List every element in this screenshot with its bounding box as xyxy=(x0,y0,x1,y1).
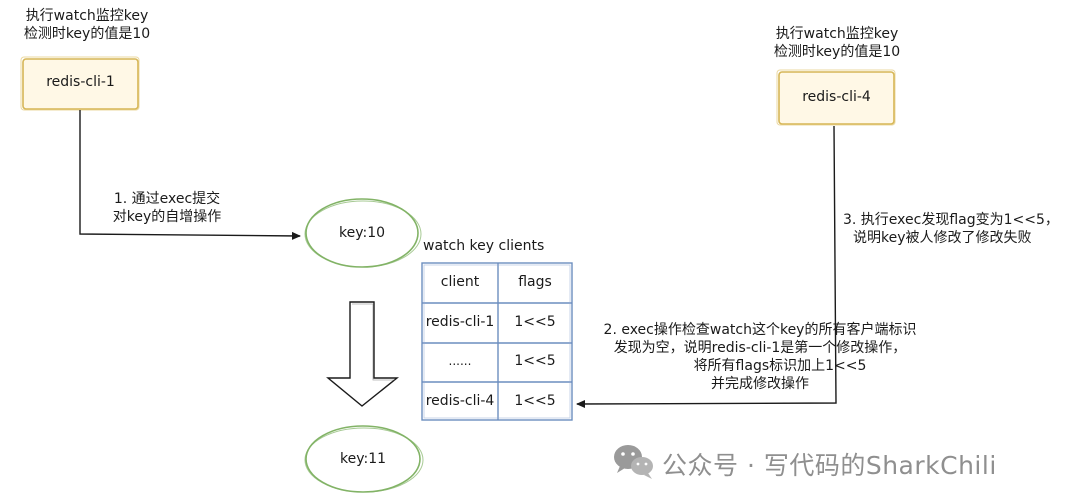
watermark-text: 公众号 · 写代码的SharkChili xyxy=(662,451,997,480)
client1-note: 执行watch监控key 检测时key的值是10 xyxy=(12,7,162,43)
increment-down-arrow xyxy=(326,301,399,407)
table-cell-client: redis-cli-1 xyxy=(425,314,495,330)
client4-note-line2: 检测时key的值是10 xyxy=(773,44,901,60)
client4-note: 执行watch监控key 检测时key的值是10 xyxy=(762,25,912,61)
arrow-client4-to-table xyxy=(576,125,837,408)
key-node-after xyxy=(304,425,424,493)
step2-note: 2. exec操作检查watch这个key的所有客户端标识 发现为空，说明red… xyxy=(580,321,940,393)
table-header-flags: flags xyxy=(518,274,552,290)
step1-line1: 1. 通过exec提交 xyxy=(113,191,221,207)
client1-note-line2: 检测时key的值是10 xyxy=(23,26,151,42)
step1-line2: 对key的自增操作 xyxy=(112,209,222,225)
table-cell-flags: 1<<5 xyxy=(514,353,556,369)
table-cell-flags: 1<<5 xyxy=(514,393,556,409)
step3-line1: 3. 执行exec发现flag变为1<<5， xyxy=(843,212,1059,228)
key-before-label: key:10 xyxy=(338,225,386,241)
step2-line4: 并完成修改操作 xyxy=(711,376,809,392)
step2-line1: 2. exec操作检查watch这个key的所有客户端标识 xyxy=(603,322,917,338)
table-cell-client: redis-cli-4 xyxy=(425,393,495,409)
step2-line3: 将所有flags标识加上1<<5 xyxy=(693,358,867,374)
client4-note-line1: 执行watch监控key xyxy=(775,26,899,42)
watch-key-clients-table xyxy=(421,262,573,421)
step3-line2: 说明key被人修改了修改失败 xyxy=(853,230,1032,246)
key-node-before xyxy=(304,198,422,268)
client1-note-line1: 执行watch监控key xyxy=(25,8,149,24)
client-box-redis-cli-4 xyxy=(776,69,896,126)
table-header-client: client xyxy=(440,274,480,290)
step2-line2: 发现为空，说明redis-cli-1是第一个修改操作， xyxy=(613,340,907,356)
arrow-client1-to-key xyxy=(79,110,301,240)
table-cell-client: ...... xyxy=(448,354,472,368)
table-cell-flags: 1<<5 xyxy=(514,314,556,330)
client4-label: redis-cli-4 xyxy=(802,89,871,105)
key-after-label: key:11 xyxy=(339,451,387,467)
step1-note: 1. 通过exec提交 对key的自增操作 xyxy=(102,190,232,226)
table-title: watch key clients xyxy=(423,238,545,254)
step3-note: 3. 执行exec发现flag变为1<<5， 说明key被人修改了修改失败 xyxy=(843,211,1059,247)
wechat-icon xyxy=(614,445,653,479)
client1-label: redis-cli-1 xyxy=(46,74,115,90)
